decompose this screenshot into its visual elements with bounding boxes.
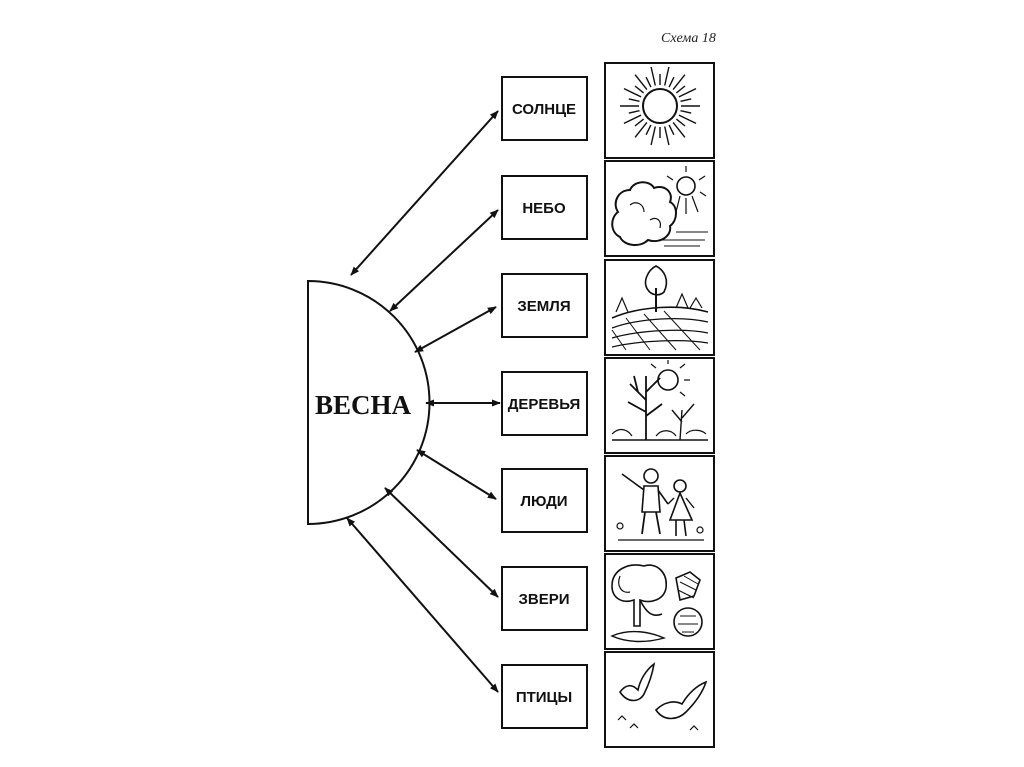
arrow-to-sun (350, 110, 499, 276)
label-box-people: ЛЮДИ (501, 468, 588, 533)
sun-ray (628, 110, 640, 114)
sun-ray (675, 118, 686, 127)
sun-ray (650, 66, 656, 86)
label-box-birds: ПТИЦЫ (501, 664, 588, 729)
sun-ray (634, 121, 648, 138)
center-label: ВЕСНА (315, 390, 412, 420)
sun-ray (668, 76, 675, 88)
sun-icon (604, 62, 715, 159)
birds-icon (604, 651, 715, 748)
sun-ray (672, 74, 686, 91)
sun-ray (664, 126, 670, 146)
sun-ray (664, 66, 670, 86)
sky-cloud-icon (604, 160, 715, 257)
animals-icon (604, 553, 715, 650)
sun-ray (668, 124, 675, 136)
picture-panels (604, 62, 715, 748)
sun-ray (634, 85, 645, 94)
label-box-trees: ДЕРЕВЬЯ (501, 371, 588, 436)
label-box-animals: ЗВЕРИ (501, 566, 588, 631)
label-box-sky: НЕБО (501, 175, 588, 240)
sun-ray (680, 110, 692, 114)
label-earth: ЗЕМЛЯ (517, 298, 570, 315)
children-icon (604, 455, 715, 552)
sun-ray (645, 124, 652, 136)
sun-ray (650, 126, 656, 146)
sun-ray (634, 74, 648, 91)
schema-caption: Схема 18 (661, 31, 716, 46)
arrow-to-sky (389, 209, 499, 312)
center-half-circle (307, 279, 431, 526)
sun-ray (623, 87, 642, 98)
arrow-to-earth (414, 306, 497, 353)
sun-ray (672, 121, 686, 138)
label-boxes: СОЛНЦЕ НЕБО ЗЕМЛЯ ДЕРЕВЬЯ ЛЮДИ ЗВЕРИ ПТИ… (501, 76, 588, 729)
sun-ray (623, 114, 642, 125)
label-sky: НЕБО (522, 200, 566, 217)
sun-ray (645, 76, 652, 88)
connector-arrows (346, 110, 501, 693)
label-trees: ДЕРЕВЬЯ (508, 396, 581, 413)
arrow-to-birds (346, 517, 499, 693)
sun-ray (634, 118, 645, 127)
label-box-sun: СОЛНЦЕ (501, 76, 588, 141)
label-animals: ЗВЕРИ (518, 591, 569, 608)
sun-ray (628, 98, 640, 102)
label-sun: СОЛНЦЕ (512, 101, 576, 118)
arrow-to-people (416, 449, 497, 500)
label-people: ЛЮДИ (520, 493, 567, 510)
label-box-earth: ЗЕМЛЯ (501, 273, 588, 338)
sun-ray (678, 87, 697, 98)
field-tree-icon (604, 259, 715, 356)
label-birds: ПТИЦЫ (516, 689, 572, 706)
sun-ray (675, 85, 686, 94)
sun-ray (680, 98, 692, 102)
sun-ray (678, 114, 697, 125)
trees-icon (604, 357, 715, 454)
